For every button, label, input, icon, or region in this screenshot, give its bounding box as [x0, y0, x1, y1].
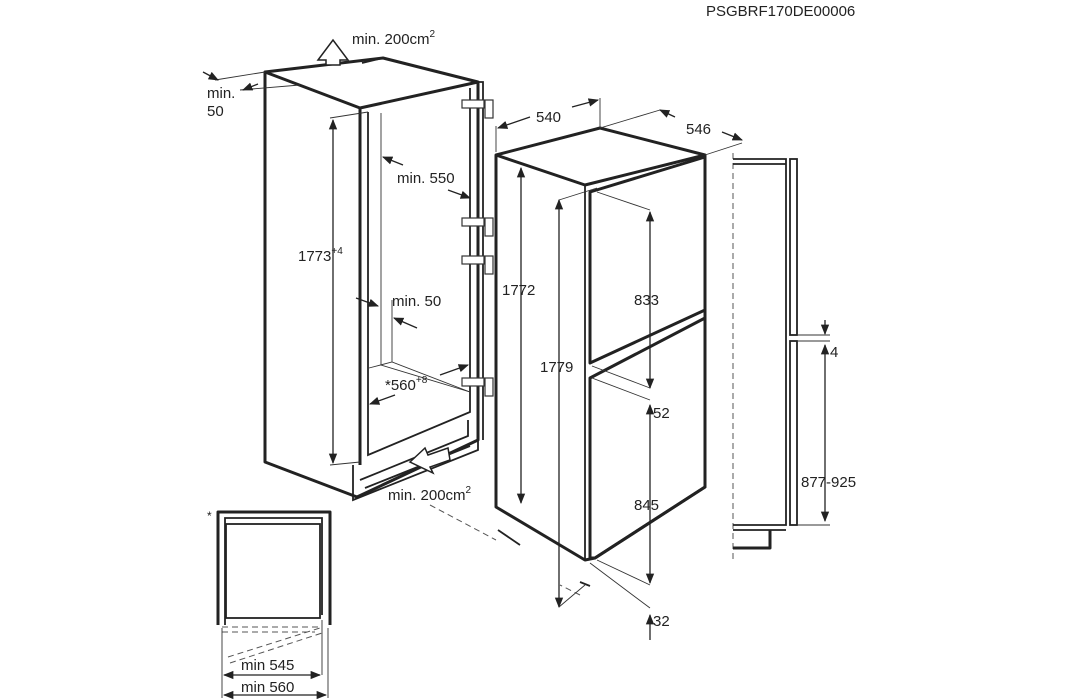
- vent-up-arrow-icon: [316, 38, 350, 66]
- inset-min-545-label: min 545: [241, 657, 294, 674]
- side-gap-label: min. 50: [392, 293, 441, 310]
- rear-gap-label-1: min.: [207, 85, 235, 102]
- bottom-offset-label: 32: [653, 613, 670, 630]
- hinge-icon: [461, 99, 494, 397]
- cabinet-width-label: *560+8: [385, 375, 428, 394]
- plan-view-inset: [216, 510, 332, 700]
- lower-door-range-label: 877-925: [801, 474, 856, 491]
- appliance-drawing: [429, 98, 743, 640]
- appliance-depth-label: 546: [686, 121, 711, 138]
- lower-door-height-label: 845: [634, 497, 659, 514]
- vent-top-label: min. 200cm2: [352, 29, 436, 48]
- inset-asterisk: *: [207, 509, 212, 523]
- side-gap-value: 4: [830, 344, 838, 361]
- door-gap-label: 52: [653, 405, 670, 422]
- side-view-drawing: [732, 153, 830, 562]
- cabinet-height-label: 1773+4: [298, 246, 343, 265]
- vent-bottom-label: min. 200cm2: [388, 485, 472, 504]
- appliance-body-height-label: 1772: [502, 282, 535, 299]
- vent-in-arrow-icon: [408, 446, 451, 475]
- cabinet-depth-label: min. 550: [397, 170, 455, 187]
- appliance-total-height-label: 1779: [540, 359, 573, 376]
- inset-min-560-label: min 560: [241, 679, 294, 696]
- cabinet-drawing: [202, 38, 494, 502]
- document-code: PSGBRF170DE00006: [706, 3, 855, 20]
- upper-door-height-label: 833: [634, 292, 659, 309]
- appliance-width-label: 540: [536, 109, 561, 126]
- rear-gap-label-2: 50: [207, 103, 224, 120]
